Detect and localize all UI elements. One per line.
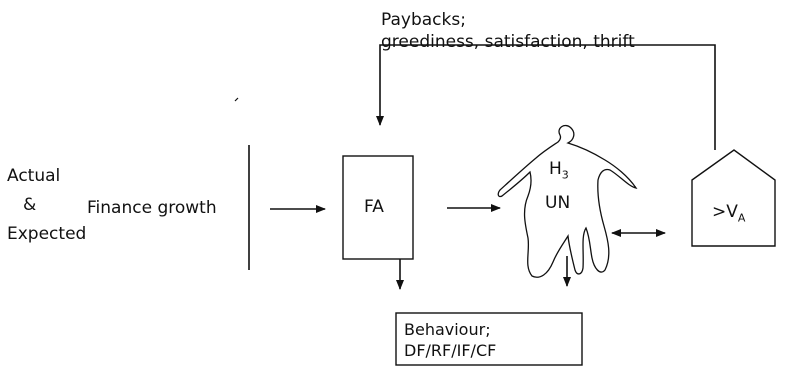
input-amp-label: & [23,195,37,215]
behaviour-label-line1: Behaviour; [404,320,491,339]
house-label-text: >V [712,202,738,222]
fa-box [342,155,414,260]
house-label-sub: A [737,211,746,225]
person-un-label: UN [545,193,571,213]
person-figure [497,124,638,278]
feedback-loop-line [376,44,716,150]
stray-mark [234,97,239,102]
fa-label: FA [364,197,384,217]
person-h-text: H [549,159,562,179]
person-h-label: H3 [549,159,569,182]
feedback-label-line1: Paybacks; [381,10,466,30]
input-expected-label: Expected [7,224,87,244]
input-actual-label: Actual [7,166,61,186]
feedback-label-line2: greediness, satisfaction, thrift [381,32,635,52]
house-label: >VA [712,202,746,225]
person-h-sub: 3 [561,168,569,182]
input-growth-label: Finance growth [87,198,217,218]
behaviour-label-line2: DF/RF/IF/CF [404,341,497,360]
house-shape [691,149,776,247]
behaviour-box [395,312,583,366]
